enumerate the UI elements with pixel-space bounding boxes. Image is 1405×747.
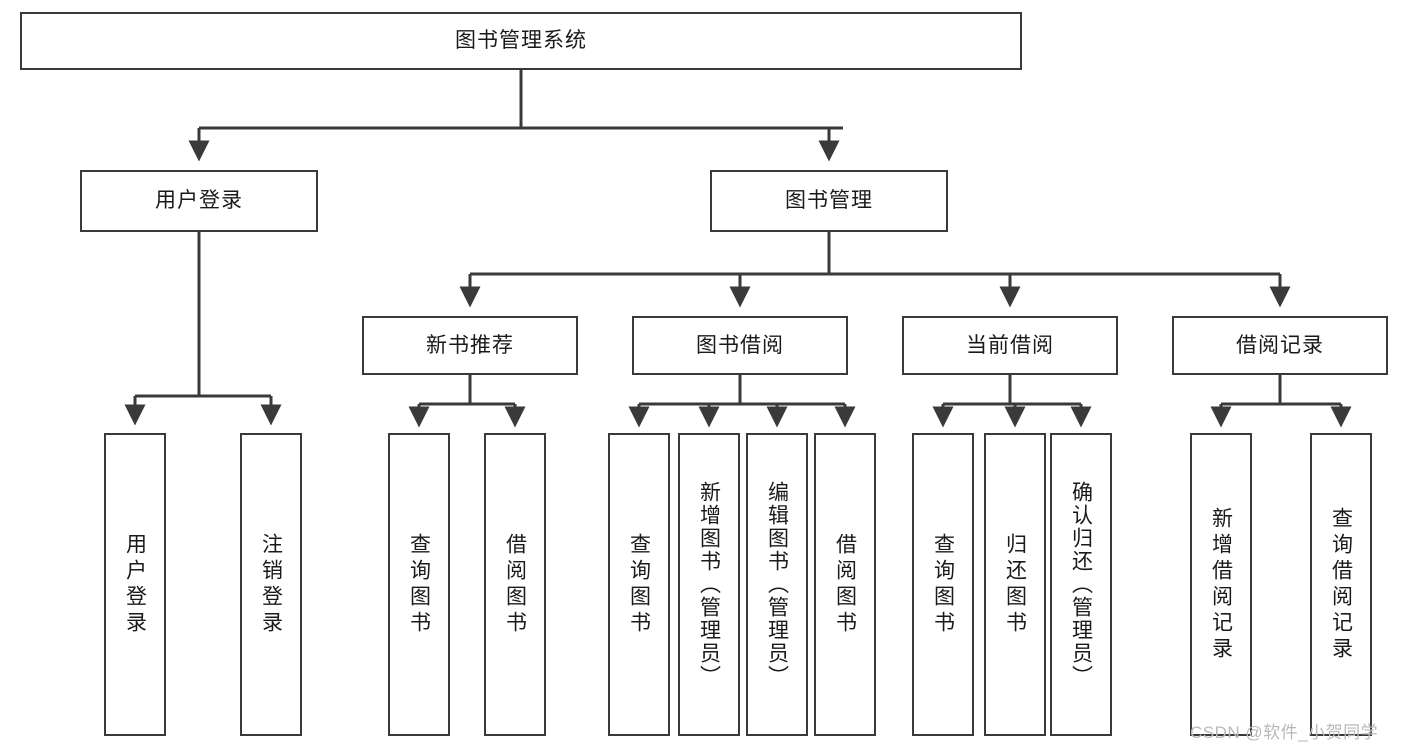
node-leaf-query-book-1[interactable]: 查询图书 [388, 433, 450, 736]
node-current-borrow[interactable]: 当前借阅 [902, 316, 1118, 375]
node-leaf-return-book[interactable]: 归还图书 [984, 433, 1046, 736]
node-root[interactable]: 图书管理系统 [20, 12, 1022, 70]
node-leaf-add-record[interactable]: 新增借阅记录 [1190, 433, 1252, 736]
node-leaf-edit-book[interactable]: 编辑图书（管理员） [746, 433, 808, 736]
node-label: 图书管理系统 [455, 29, 587, 53]
node-label: 查询借阅记录 [1329, 506, 1353, 663]
node-label: 图书借阅 [696, 333, 784, 357]
node-label: 编辑图书（管理员） [765, 481, 789, 688]
node-label: 归还图书 [1003, 532, 1027, 637]
node-label: 注销登录 [259, 532, 283, 637]
node-label: 查询图书 [627, 532, 651, 637]
node-label: 查询图书 [931, 532, 955, 637]
node-user-login[interactable]: 用户登录 [80, 170, 318, 232]
node-leaf-query-record[interactable]: 查询借阅记录 [1310, 433, 1372, 736]
csdn-watermark: CSDN @软件_小贺同学 [1190, 723, 1379, 742]
node-leaf-add-book[interactable]: 新增图书（管理员） [678, 433, 740, 736]
node-label: 新增图书（管理员） [697, 481, 721, 688]
node-new-book-recommend[interactable]: 新书推荐 [362, 316, 578, 375]
node-label: 图书管理 [785, 189, 873, 213]
node-leaf-borrow-book-1[interactable]: 借阅图书 [484, 433, 546, 736]
node-label: 用户登录 [155, 189, 243, 213]
node-leaf-logout[interactable]: 注销登录 [240, 433, 302, 736]
node-label: 借阅图书 [503, 532, 527, 637]
node-leaf-borrow-book-2[interactable]: 借阅图书 [814, 433, 876, 736]
node-leaf-query-book-3[interactable]: 查询图书 [912, 433, 974, 736]
node-label: 新增借阅记录 [1209, 506, 1233, 663]
node-book-manage[interactable]: 图书管理 [710, 170, 948, 232]
node-label: 借阅图书 [833, 532, 857, 637]
node-label: 确认归还（管理员） [1069, 481, 1093, 688]
node-label: 当前借阅 [966, 333, 1054, 357]
node-label: 用户登录 [123, 532, 147, 637]
node-leaf-confirm-return[interactable]: 确认归还（管理员） [1050, 433, 1112, 736]
node-book-borrow[interactable]: 图书借阅 [632, 316, 848, 375]
node-label: 新书推荐 [426, 333, 514, 357]
node-label: 查询图书 [407, 532, 431, 637]
node-leaf-query-book-2[interactable]: 查询图书 [608, 433, 670, 736]
node-borrow-record[interactable]: 借阅记录 [1172, 316, 1388, 375]
node-label: 借阅记录 [1236, 333, 1324, 357]
node-leaf-user-login[interactable]: 用户登录 [104, 433, 166, 736]
